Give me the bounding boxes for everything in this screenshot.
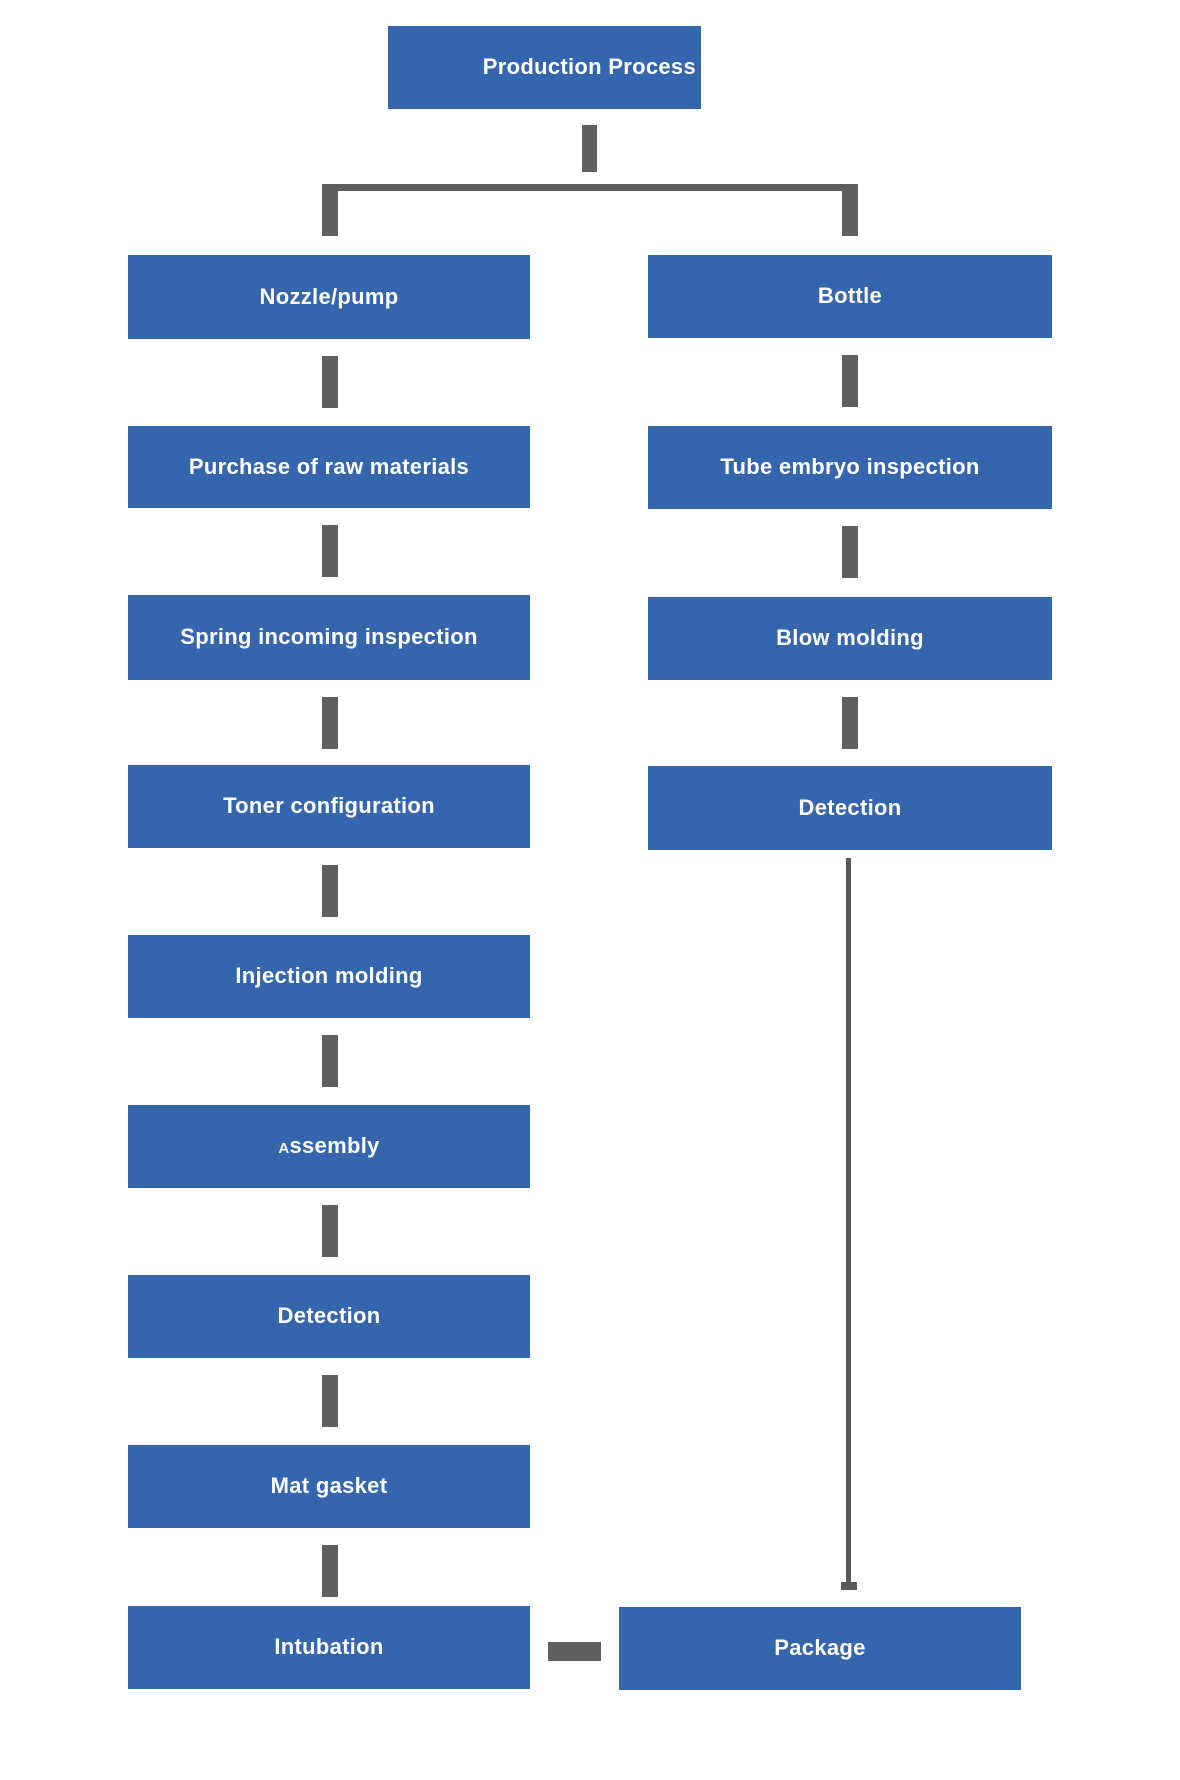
- connector-left-7: [322, 1375, 338, 1427]
- node-label: Production Process: [482, 54, 696, 80]
- node-injection-molding: Injection molding: [128, 935, 530, 1018]
- connector-left-5: [322, 1035, 338, 1087]
- node-nozzle-pump: Nozzle/pump: [128, 255, 530, 339]
- node-label: Detection: [277, 1303, 381, 1329]
- node-label: Blow molding: [776, 625, 924, 651]
- node-production-process: Production Process: [388, 26, 701, 109]
- connector-right-2: [842, 526, 858, 578]
- connector-split-left-drop: [322, 184, 338, 236]
- connector-intubation-to-package: [548, 1642, 601, 1661]
- node-package: Package: [619, 1607, 1021, 1690]
- node-label: Assembly: [278, 1133, 380, 1159]
- node-label: Toner configuration: [223, 793, 435, 819]
- node-label: Intubation: [274, 1634, 384, 1660]
- node-blow-molding: Blow molding: [648, 597, 1052, 680]
- connector-left-3: [322, 697, 338, 749]
- connector-root: [582, 125, 597, 172]
- node-purchase-of-raw-materials: Purchase of raw materials: [128, 426, 530, 508]
- node-label: Detection: [798, 794, 902, 820]
- connector-right-1: [842, 355, 858, 407]
- node-label: Package: [774, 1635, 866, 1661]
- node-label: Spring incoming inspection: [180, 624, 478, 650]
- node-detection-right: Detection: [648, 766, 1052, 850]
- node-intubation: Intubation: [128, 1606, 530, 1689]
- node-label: Tube embryo inspection: [720, 454, 980, 480]
- node-assembly: Assembly: [128, 1105, 530, 1188]
- node-spring-incoming-inspection: Spring incoming inspection: [128, 595, 530, 680]
- node-label: Injection molding: [235, 963, 423, 989]
- connector-split-right-drop: [842, 184, 858, 236]
- node-label: Bottle: [817, 283, 883, 309]
- connector-left-1: [322, 356, 338, 408]
- node-detection-left: Detection: [128, 1275, 530, 1358]
- node-tube-embryo-inspection: Tube embryo inspection: [648, 426, 1052, 509]
- node-label: Mat gasket: [270, 1473, 388, 1499]
- node-label: Purchase of raw materials: [188, 453, 470, 479]
- connector-right-3: [842, 697, 858, 749]
- node-mat-gasket: Mat gasket: [128, 1445, 530, 1528]
- connector-left-6: [322, 1205, 338, 1257]
- connector-split-hline: [322, 184, 858, 191]
- connector-detection-to-package-cap: [841, 1582, 857, 1590]
- node-label: Nozzle/pump: [259, 283, 399, 309]
- connector-left-8: [322, 1545, 338, 1597]
- node-toner-configuration: Toner configuration: [128, 765, 530, 848]
- node-bottle: Bottle: [648, 255, 1052, 338]
- connector-left-2: [322, 525, 338, 577]
- connector-detection-to-package-line: [846, 858, 851, 1582]
- connector-left-4: [322, 865, 338, 917]
